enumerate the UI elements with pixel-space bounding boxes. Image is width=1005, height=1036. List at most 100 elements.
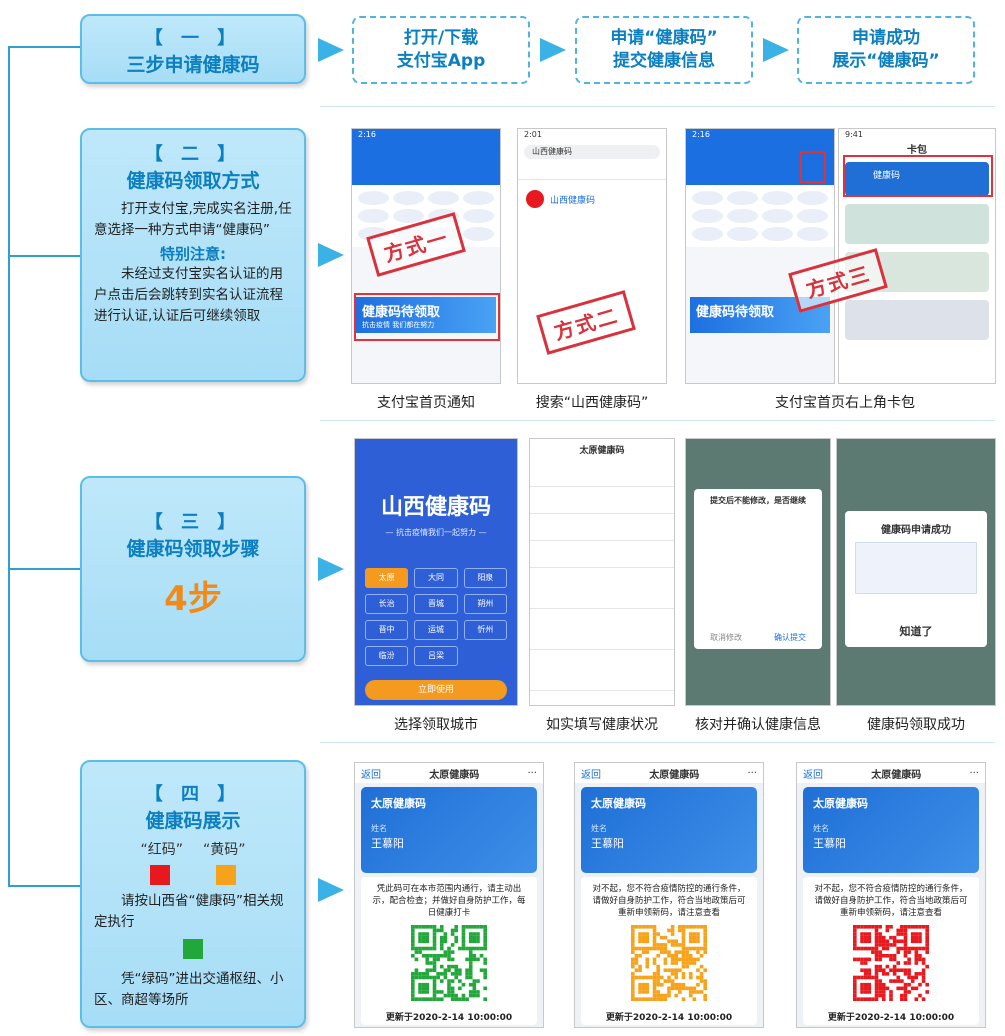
wallet-health-code[interactable]: 健康码 — [845, 162, 989, 196]
section-1-card: 【 一 】 三步申请健康码 — [80, 14, 306, 84]
section-4-number: 【 四 】 — [144, 784, 242, 805]
back-link[interactable]: 返回 — [361, 769, 381, 781]
section-2-card: 【 二 】 健康码领取方式 打开支付宝,完成实名注册,任意选择一种方式申请“健康… — [80, 128, 306, 382]
code-body: 对不起，您不符合疫情防控的通行条件，请做好自身防护工作，符合当地政策后可重新申领… — [581, 877, 757, 1025]
alipay-home-screenshot-2: 2:16 健康码待领取 — [685, 128, 835, 384]
city-option[interactable]: 朔州 — [463, 594, 507, 614]
wallet-highlight — [800, 151, 826, 183]
success-dialog: 健康码申请成功 知道了 — [845, 511, 987, 647]
city-option[interactable]: 运城 — [414, 620, 458, 640]
section-3-card: 【 三 】 健康码领取步骤 4步 — [80, 476, 306, 662]
green-code-swatch — [183, 939, 203, 959]
person-name: 王慕阳 — [371, 837, 404, 850]
section-4-title: 健康码展示 — [145, 810, 241, 832]
connector-branch-2 — [8, 255, 80, 257]
city-option[interactable]: 太原 — [365, 568, 409, 588]
health-code-screenshot: 返回太原健康码···太原健康码姓名王慕阳凭此码可在本市范围内通行，请主动出示，配… — [354, 762, 544, 1028]
updated-time: 更新于2020-2-14 10:00:00 — [605, 1013, 733, 1023]
city-page-slogan: — 抗击疫情我们一起努力 — — [385, 528, 487, 537]
health-code-screenshot: 返回太原健康码 ··· 太原健康码姓名王慕阳对不起，您不符合疫情防控的通行条件，请做… — [574, 762, 764, 1028]
back-link[interactable]: 返回 — [581, 769, 601, 781]
section-4-card: 【 四 】 健康码展示 “红码” “黄码” 请按山西省“健康码”相关规定执行 凭… — [80, 760, 306, 1028]
red-code-label: “红码” — [140, 842, 183, 858]
yellow-code-swatch — [216, 865, 236, 885]
code-card: 太原健康码姓名王慕阳 — [361, 787, 537, 873]
caption-method-3: 支付宝首页右上角卡包 — [775, 395, 915, 411]
code-body: 对不起，您不符合疫情防控的通行条件，请做好自身防护工作，符合当地政策后可重新申领… — [803, 877, 979, 1025]
qr-code-icon — [631, 925, 707, 1001]
step-3-line-1: 申请成功 — [852, 28, 920, 48]
city-page-title: 山西健康码 — [380, 495, 491, 520]
updated-time: 更新于2020-2-14 10:00:00 — [385, 1013, 513, 1023]
caption-method-1: 支付宝首页通知 — [377, 395, 475, 411]
divider — [320, 420, 995, 421]
step-2-line-2: 提交健康信息 — [613, 51, 715, 71]
section-1-number: 【 一 】 — [144, 28, 242, 49]
alipay-header — [352, 141, 500, 185]
code-card-name: 太原健康码 — [813, 797, 868, 810]
search-input: 山西健康码 — [524, 145, 660, 159]
connector-branch-4 — [8, 885, 80, 887]
person-name: 王慕阳 — [591, 837, 624, 850]
caption-step-3: 核对并确认健康信息 — [695, 717, 821, 733]
code-message: 对不起，您不符合疫情防控的通行条件，请做好自身防护工作，符合当地政策后可重新申领… — [814, 884, 968, 918]
qr-code-icon — [853, 925, 929, 1001]
city-option[interactable]: 阳泉 — [463, 568, 507, 588]
red-yellow-rule: 请按山西省“健康码”相关规定执行 — [94, 893, 284, 930]
qr-code-icon — [411, 925, 487, 1001]
code-card-name: 太原健康码 — [591, 797, 646, 810]
back-link[interactable]: 返回 — [803, 769, 823, 781]
red-code-swatch — [150, 865, 170, 885]
more-icon[interactable]: ··· — [747, 767, 757, 779]
name-label: 姓名 — [591, 824, 607, 833]
connector-line — [8, 46, 10, 886]
section-1-title: 三步申请健康码 — [126, 54, 260, 76]
section-2-note-body: 未经过支付宝实名认证的用户点击后会跳转到实名认证流程进行认证,认证后可继续领取 — [94, 266, 283, 324]
connector-branch-3 — [8, 568, 80, 570]
arrow-icon — [318, 557, 344, 581]
step-box-1: 打开/下载 支付宝App — [352, 16, 530, 84]
success-screenshot: 健康码申请成功 知道了 — [836, 438, 996, 706]
health-code-screenshot: 返回太原健康码···太原健康码姓名王慕阳对不起，您不符合疫情防控的通行条件，请做… — [796, 762, 986, 1028]
city-option[interactable]: 晋中 — [365, 620, 409, 640]
search-screenshot: 2:01 山西健康码 山西健康码 — [517, 128, 667, 384]
step-2-line-1: 申请“健康码” — [610, 28, 718, 48]
city-option[interactable]: 晋城 — [414, 594, 458, 614]
highlight-frame — [354, 293, 500, 341]
confirm-dialog-title: 提交后不能修改，是否继续 — [710, 496, 806, 505]
step-1-line-2: 支付宝App — [396, 51, 486, 71]
city-option[interactable]: 大同 — [414, 568, 458, 588]
got-it-button[interactable]: 知道了 — [899, 625, 933, 638]
promo-text: 健康码待领取 — [362, 305, 441, 320]
city-grid: 太原大同阳泉长治晋城朔州晋中运城忻州临汾吕梁 — [355, 538, 517, 672]
confirm-button[interactable]: 确认提交 — [774, 633, 806, 642]
more-icon[interactable]: ··· — [969, 767, 979, 779]
arrow-icon — [763, 38, 789, 62]
code-card: 太原健康码姓名王慕阳 — [581, 787, 757, 873]
section-3-big-steps: 4步 — [164, 579, 222, 619]
arrow-icon — [318, 243, 344, 267]
cancel-button[interactable]: 取消修改 — [710, 633, 742, 642]
caption-method-2: 搜索“山西健康码” — [535, 395, 649, 411]
confirm-dialog: 提交后不能修改，是否继续 取消修改 确认提交 — [694, 489, 822, 649]
city-use-button[interactable]: 立即使用 — [365, 680, 507, 700]
city-option[interactable]: 忻州 — [463, 620, 507, 640]
code-body: 凭此码可在本市范围内通行，请主动出示，配合检查；并做好自身防护工作，每日健康打卡… — [361, 877, 537, 1025]
city-option[interactable]: 吕梁 — [414, 646, 458, 666]
section-2-title: 健康码领取方式 — [126, 170, 260, 192]
wallet-highlight-frame — [843, 155, 993, 197]
arrow-icon — [318, 878, 344, 902]
promo-text-2: 健康码待领取 — [696, 305, 775, 320]
caption-step-2: 如实填写健康状况 — [546, 717, 658, 733]
step-box-2: 申请“健康码” 提交健康信息 — [575, 16, 753, 84]
arrow-icon — [540, 38, 566, 62]
code-page-title: 太原健康码 — [871, 769, 922, 781]
section-3-title: 健康码领取步骤 — [126, 538, 260, 560]
name-label: 姓名 — [813, 824, 829, 833]
promo-sub: 抗击疫情 我们都在努力 — [362, 321, 435, 329]
city-option[interactable]: 长治 — [365, 594, 409, 614]
city-option[interactable]: 临汾 — [365, 646, 409, 666]
more-icon[interactable]: ··· — [527, 767, 537, 779]
yellow-code-label: “黄码” — [203, 842, 246, 858]
connector-branch-1 — [8, 46, 80, 48]
